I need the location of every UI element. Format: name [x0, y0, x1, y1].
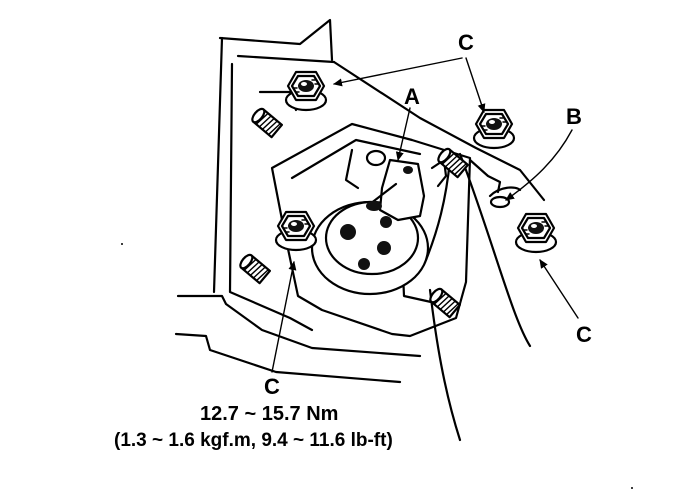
nut-c-top-left	[284, 70, 328, 112]
clip-a	[365, 149, 426, 222]
nut-c-left	[274, 210, 318, 252]
callout-b: B	[566, 104, 582, 129]
speck-mark	[121, 243, 123, 245]
callout-c-bottom: C	[264, 374, 280, 399]
nut-c-right	[514, 212, 558, 254]
speck-mark	[631, 487, 633, 489]
torque-imperial: (1.3 ~ 1.6 kgf.m, 9.4 ~ 11.6 lb-ft)	[114, 430, 393, 451]
callout-a: A	[404, 84, 420, 109]
nut-c-top-right	[472, 108, 516, 150]
stud-bottom-left	[237, 251, 271, 285]
callout-c-right: C	[576, 322, 592, 347]
clip-b	[430, 158, 522, 209]
stud-top-left	[249, 105, 283, 139]
callout-c-top: C	[458, 30, 474, 55]
housing-outline	[174, 18, 546, 384]
leader-arrows	[271, 57, 579, 373]
cables	[424, 152, 532, 442]
torque-metric: 12.7 ~ 15.7 Nm	[200, 403, 338, 425]
hub	[310, 200, 430, 296]
